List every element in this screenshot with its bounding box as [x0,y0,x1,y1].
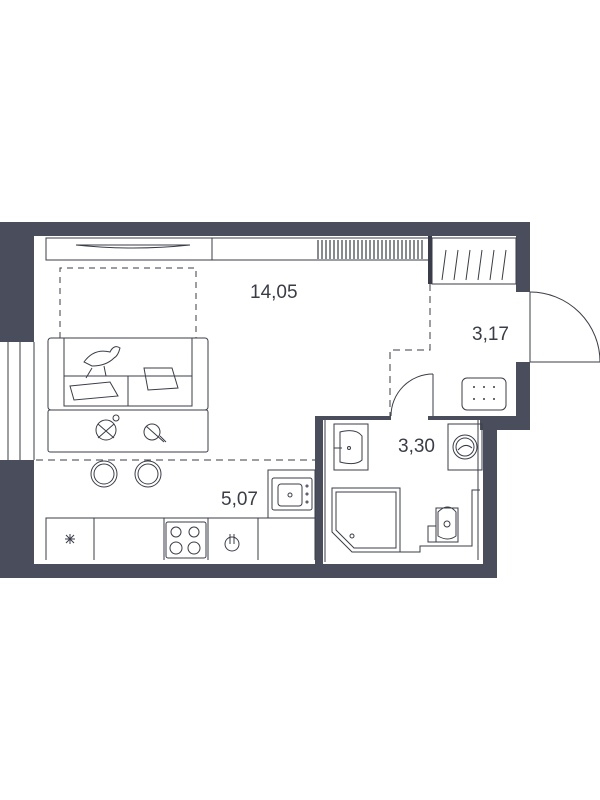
sofa [47,337,209,411]
hall-closet [431,237,517,285]
kitchen-counter [45,469,316,560]
wardrobe [45,237,431,261]
bar-stools [90,460,162,488]
hall-boundary [389,284,431,416]
hall-area-label: 3,17 [472,324,509,345]
living-area-label: 14,05 [250,282,298,303]
kitchen-area-label: 5,07 [221,489,258,510]
hall-cabinet [461,377,507,411]
bathroom-area-label: 3,30 [398,436,435,457]
entrance-door [529,291,600,363]
walls [0,222,530,578]
coffee-table [47,409,209,453]
bathroom-fixtures [331,420,483,560]
rug-outline [59,267,197,338]
window [0,342,35,460]
bathroom-door [390,373,434,418]
